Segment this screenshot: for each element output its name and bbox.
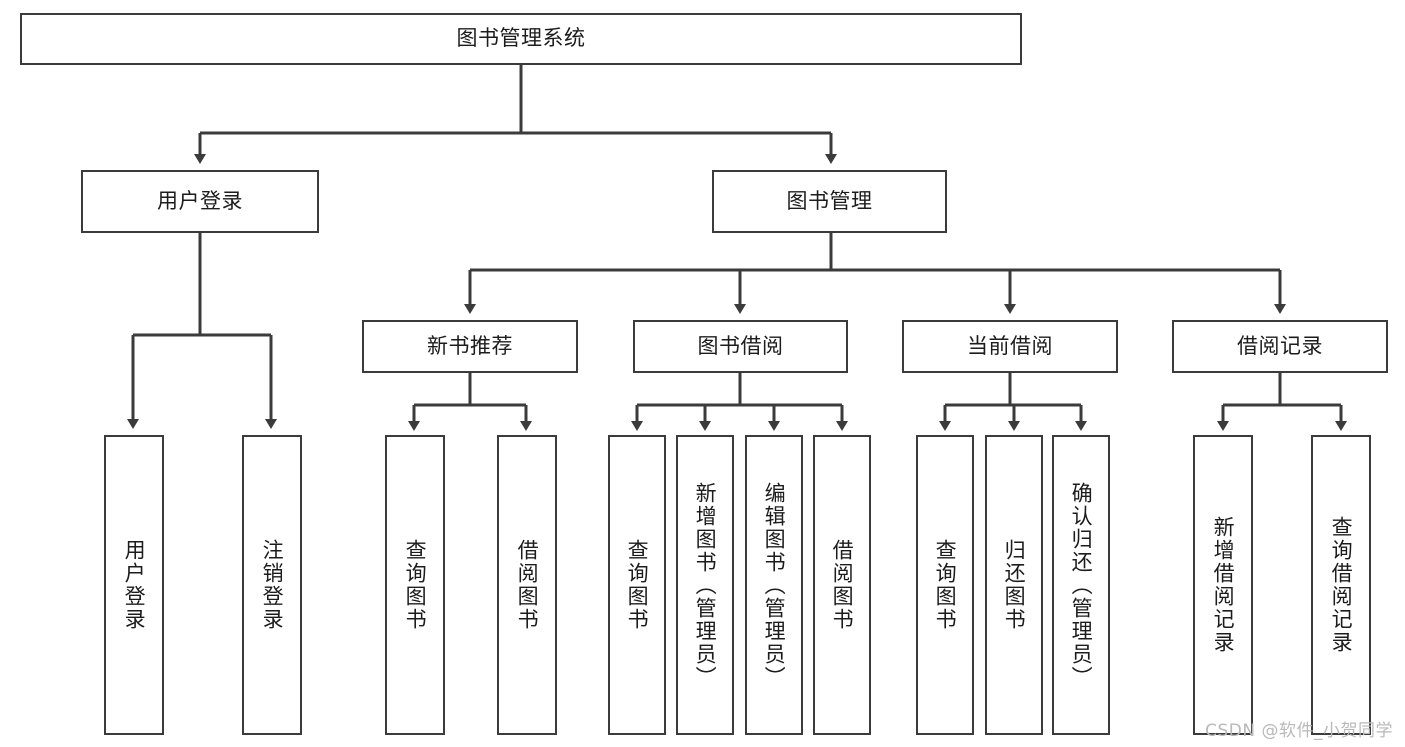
node-book-manage-label: 图书管理 xyxy=(786,188,873,213)
node-leaf-logout-login[interactable]: 注销登录 xyxy=(242,435,302,735)
node-leaf-return-book[interactable]: 归还图书 xyxy=(985,435,1043,735)
node-leaf-borrow-book-1-label: 借阅图书 xyxy=(515,539,540,631)
node-leaf-edit-book-admin[interactable]: 编辑图书（管理员） xyxy=(745,435,803,735)
node-leaf-query-book-1-label: 查询图书 xyxy=(403,539,428,631)
node-book-manage[interactable]: 图书管理 xyxy=(712,170,947,233)
node-leaf-edit-book-admin-label: 编辑图书（管理员） xyxy=(762,481,787,689)
node-leaf-user-login-label: 用户登录 xyxy=(122,539,147,631)
node-borrow-record[interactable]: 借阅记录 xyxy=(1172,320,1388,373)
node-leaf-borrow-book-2[interactable]: 借阅图书 xyxy=(813,435,871,735)
node-leaf-query-borrow-record[interactable]: 查询借阅记录 xyxy=(1311,435,1371,735)
node-leaf-borrow-book-2-label: 借阅图书 xyxy=(830,539,855,631)
node-leaf-return-book-label: 归还图书 xyxy=(1002,539,1027,631)
node-leaf-query-book-2[interactable]: 查询图书 xyxy=(608,435,666,735)
node-current-borrow[interactable]: 当前借阅 xyxy=(902,320,1118,373)
node-user-login-label: 用户登录 xyxy=(157,188,243,213)
node-book-borrow[interactable]: 图书借阅 xyxy=(633,320,848,373)
node-leaf-borrow-book-1[interactable]: 借阅图书 xyxy=(497,435,557,735)
node-leaf-add-borrow-record-label: 新增借阅记录 xyxy=(1211,516,1236,654)
node-new-book-recommend-label: 新书推荐 xyxy=(427,333,513,358)
node-leaf-user-login[interactable]: 用户登录 xyxy=(104,435,164,735)
node-leaf-query-book-3[interactable]: 查询图书 xyxy=(916,435,974,735)
node-leaf-query-borrow-record-label: 查询借阅记录 xyxy=(1329,516,1354,654)
node-leaf-add-book-admin-label: 新增图书（管理员） xyxy=(693,481,718,689)
node-book-borrow-label: 图书借阅 xyxy=(697,333,784,358)
node-current-borrow-label: 当前借阅 xyxy=(967,333,1053,358)
node-borrow-record-label: 借阅记录 xyxy=(1237,333,1323,358)
node-leaf-query-book-3-label: 查询图书 xyxy=(933,539,958,631)
node-leaf-confirm-return-admin-label: 确认归还（管理员） xyxy=(1069,481,1094,689)
watermark: CSDN @软件_小贺同学 xyxy=(1205,721,1393,741)
node-leaf-query-book-1[interactable]: 查询图书 xyxy=(385,435,445,735)
node-root-label: 图书管理系统 xyxy=(456,26,586,51)
node-leaf-logout-login-label: 注销登录 xyxy=(260,539,285,631)
node-leaf-confirm-return-admin[interactable]: 确认归还（管理员） xyxy=(1052,435,1110,735)
node-leaf-add-book-admin[interactable]: 新增图书（管理员） xyxy=(676,435,734,735)
node-leaf-query-book-2-label: 查询图书 xyxy=(625,539,650,631)
node-new-book-recommend[interactable]: 新书推荐 xyxy=(362,320,578,373)
node-root[interactable]: 图书管理系统 xyxy=(20,13,1022,65)
node-user-login[interactable]: 用户登录 xyxy=(81,170,319,233)
node-leaf-add-borrow-record[interactable]: 新增借阅记录 xyxy=(1193,435,1253,735)
